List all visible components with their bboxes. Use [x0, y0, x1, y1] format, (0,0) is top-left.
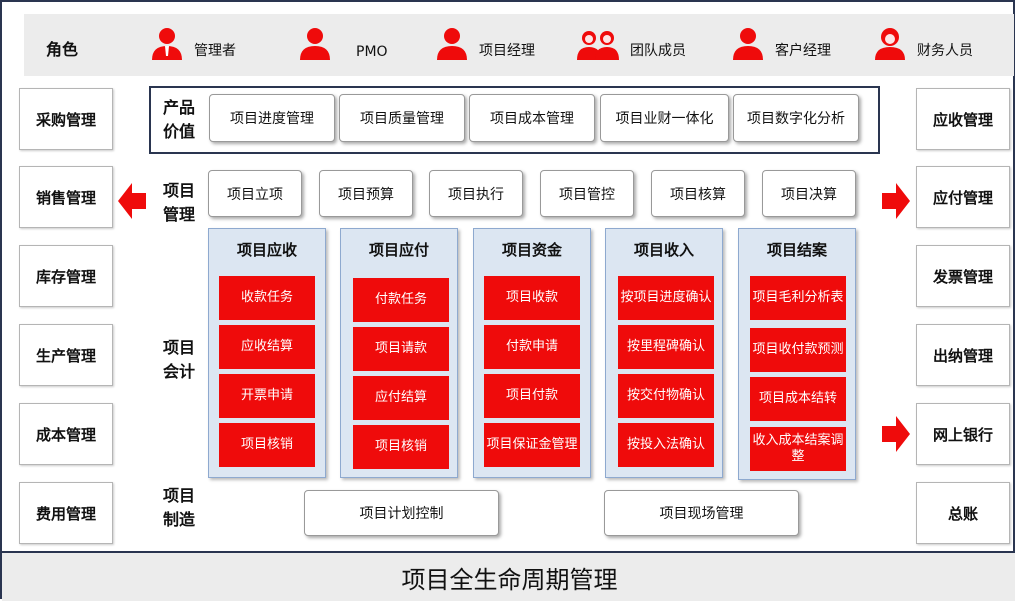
module-general-ledger[interactable]: 总账: [916, 482, 1010, 544]
module-purchasing[interactable]: 采购管理: [19, 88, 113, 150]
role-account-manager: 客户经理: [731, 26, 831, 60]
acct-cell[interactable]: 项目收款: [484, 276, 580, 320]
acct-column-payable: 项目应付 付款任务 项目请款 应付结算 项目核销: [340, 228, 458, 478]
acct-cell[interactable]: 付款任务: [353, 278, 449, 322]
female-person-icon: [875, 28, 905, 60]
role-finance: 财务人员: [873, 26, 973, 60]
role-project-manager: 项目经理: [435, 26, 535, 60]
acct-cell[interactable]: 按项目进度确认: [618, 276, 714, 320]
column-title: 项目资金: [501, 241, 562, 259]
role-label: PMO: [356, 44, 388, 60]
mfg-item-plan-control[interactable]: 项目计划控制: [304, 490, 499, 536]
person-icon: [437, 28, 467, 60]
module-payables[interactable]: 应付管理: [916, 166, 1010, 228]
acct-cell[interactable]: 项目付款: [484, 374, 580, 418]
team-icon: [577, 31, 619, 60]
acct-cell[interactable]: 按交付物确认: [618, 374, 714, 418]
pm-item[interactable]: 项目预算: [319, 170, 413, 217]
manager-icon: [152, 28, 182, 60]
acct-column-receivable: 项目应收 收款任务 应收结算 开票申请 项目核销: [208, 228, 326, 478]
pm-item[interactable]: 项目管控: [540, 170, 634, 217]
acct-column-closeout: 项目结案 项目毛利分析表 项目收付款预测 项目成本结转 收入成本结案调整: [738, 228, 856, 480]
module-production[interactable]: 生产管理: [19, 324, 113, 386]
product-value-label: 产品 价值: [163, 98, 196, 141]
product-value-item[interactable]: 项目进度管理: [209, 94, 335, 142]
role-manager: 管理者: [150, 26, 236, 60]
pm-item[interactable]: 项目核算: [651, 170, 745, 217]
pm-item[interactable]: 项目决算: [762, 170, 856, 217]
pm-item[interactable]: 项目执行: [429, 170, 523, 217]
module-receivables[interactable]: 应收管理: [916, 88, 1010, 150]
column-title: 项目收入: [633, 241, 694, 259]
project-manufacturing-label: 项目 制造: [163, 486, 196, 529]
roles-title: 角色: [46, 40, 79, 59]
acct-cell[interactable]: 项目成本结转: [750, 377, 846, 421]
role-team-member: 团队成员: [576, 26, 686, 60]
module-inventory[interactable]: 库存管理: [19, 245, 113, 307]
footer-title: 项目全生命周期管理: [2, 551, 1015, 601]
person-icon: [733, 28, 763, 60]
product-value-item[interactable]: 项目成本管理: [469, 94, 595, 142]
role-label: 团队成员: [630, 43, 686, 59]
acct-cell[interactable]: 付款申请: [484, 325, 580, 369]
acct-column-revenue: 项目收入 按项目进度确认 按里程碑确认 按交付物确认 按投入法确认: [605, 228, 723, 478]
column-title: 项目应付: [368, 241, 429, 259]
acct-cell[interactable]: 按投入法确认: [618, 423, 714, 467]
role-pmo: PMO: [298, 26, 388, 60]
role-label: 项目经理: [479, 43, 535, 59]
role-label: 财务人员: [917, 43, 973, 59]
mfg-item-site-management[interactable]: 项目现场管理: [604, 490, 799, 536]
product-value-item[interactable]: 项目业财一体化: [600, 94, 729, 142]
right-arrow-icon: [882, 416, 910, 452]
project-management-label: 项目 管理: [163, 181, 196, 224]
module-online-bank[interactable]: 网上银行: [916, 403, 1010, 465]
acct-cell[interactable]: 项目毛利分析表: [750, 276, 846, 320]
acct-cell[interactable]: 项目请款: [353, 327, 449, 371]
acct-cell[interactable]: 应付结算: [353, 376, 449, 420]
column-title: 项目结案: [766, 241, 827, 259]
acct-cell[interactable]: 项目核销: [219, 423, 315, 467]
acct-cell[interactable]: 项目收付款预测: [750, 328, 846, 372]
roles-bar: [24, 14, 1014, 76]
acct-cell[interactable]: 收款任务: [219, 276, 315, 320]
product-value-item[interactable]: 项目数字化分析: [733, 94, 859, 142]
acct-column-funds: 项目资金 项目收款 付款申请 项目付款 项目保证金管理: [473, 228, 591, 478]
acct-cell[interactable]: 项目核销: [353, 425, 449, 469]
acct-cell[interactable]: 应收结算: [219, 325, 315, 369]
module-invoice[interactable]: 发票管理: [916, 245, 1010, 307]
right-arrow-icon: [882, 183, 910, 219]
pm-item[interactable]: 项目立项: [208, 170, 302, 217]
project-accounting-label: 项目 会计: [163, 338, 196, 381]
acct-cell[interactable]: 开票申请: [219, 374, 315, 418]
person-icon: [300, 28, 330, 60]
product-value-item[interactable]: 项目质量管理: [339, 94, 465, 142]
module-cost[interactable]: 成本管理: [19, 403, 113, 465]
column-title: 项目应收: [236, 241, 297, 259]
left-arrow-icon: [118, 183, 146, 219]
module-expense[interactable]: 费用管理: [19, 482, 113, 544]
acct-cell[interactable]: 收入成本结案调整: [750, 427, 846, 471]
module-cashier[interactable]: 出纳管理: [916, 324, 1010, 386]
acct-cell[interactable]: 项目保证金管理: [484, 423, 580, 467]
module-sales[interactable]: 销售管理: [19, 166, 113, 228]
role-label: 客户经理: [775, 43, 831, 59]
acct-cell[interactable]: 按里程碑确认: [618, 325, 714, 369]
role-label: 管理者: [194, 43, 236, 59]
